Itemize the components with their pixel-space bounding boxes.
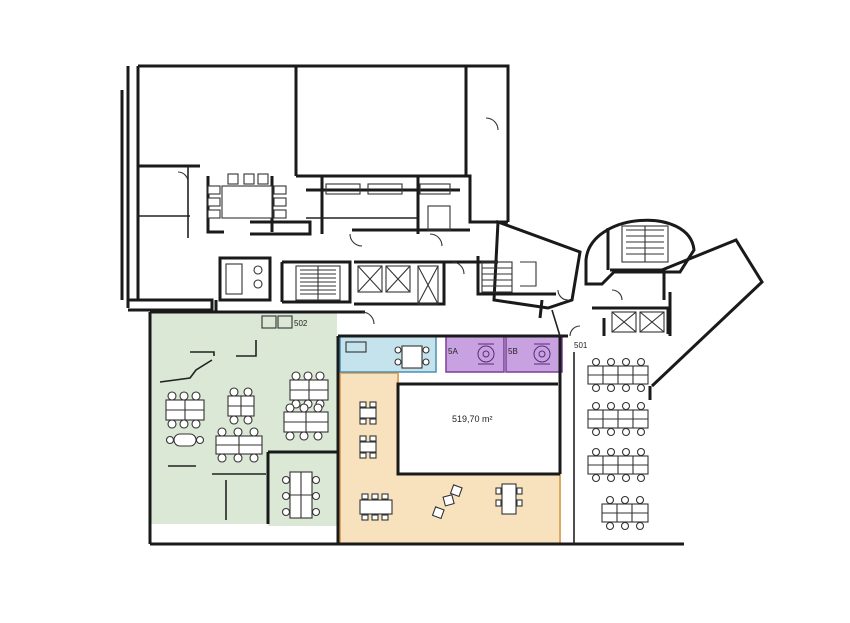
stair-tower	[621, 225, 669, 263]
desk-cluster[interactable]	[289, 371, 329, 409]
desk-cluster[interactable]	[283, 403, 329, 441]
desk-cluster[interactable]	[215, 427, 263, 463]
right-wing-furniture	[587, 357, 649, 531]
round-table[interactable]	[165, 433, 205, 447]
labels: 519,70 m² 502 501 5A 5B	[294, 319, 588, 424]
lounge-table[interactable]	[359, 493, 393, 521]
walls	[120, 64, 764, 546]
booth-5b-furniture	[533, 343, 551, 365]
stair-west	[295, 265, 341, 301]
room-label-5a: 5A	[448, 347, 458, 356]
lounge-seats[interactable]	[431, 484, 463, 520]
upper-meeting-table	[207, 173, 287, 219]
zones	[151, 312, 563, 545]
desk-cluster[interactable]	[601, 495, 649, 531]
room-label-501: 501	[574, 341, 588, 350]
booth-table[interactable]	[359, 435, 377, 459]
elevators	[357, 265, 439, 305]
desk-cluster[interactable]	[587, 357, 649, 393]
core-fixtures	[177, 117, 669, 337]
desk-cluster[interactable]	[587, 447, 649, 483]
stair-middle	[481, 261, 537, 293]
lounge-furniture	[359, 401, 523, 521]
room-label-502: 502	[294, 319, 308, 328]
open-office-furniture	[159, 315, 329, 520]
meeting-room-a-furniture	[345, 341, 430, 369]
booth-table[interactable]	[359, 401, 377, 425]
booth-5a-furniture	[477, 343, 495, 365]
desk-cluster[interactable]	[227, 387, 255, 425]
room-label-5b: 5B	[508, 347, 518, 356]
desk-cluster[interactable]	[165, 391, 205, 429]
desk-cluster[interactable]	[281, 471, 321, 519]
desk-cluster[interactable]	[587, 401, 649, 437]
lounge-table[interactable]	[495, 483, 523, 515]
area-label: 519,70 m²	[452, 414, 493, 424]
